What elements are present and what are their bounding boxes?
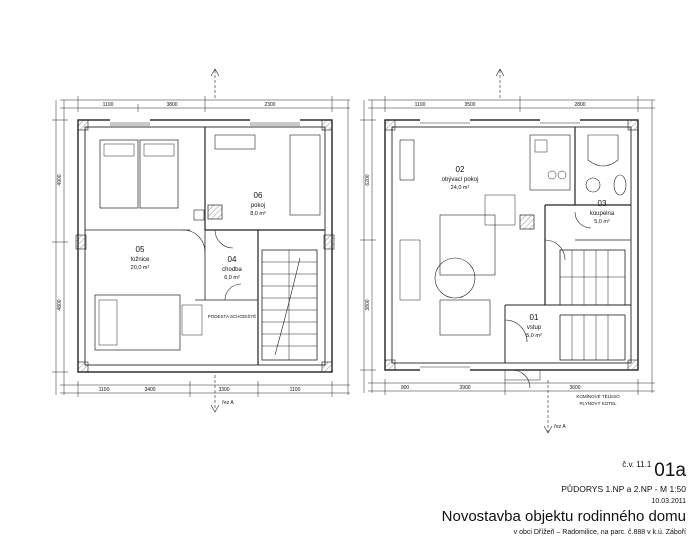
dim-text: 3800 <box>166 102 177 108</box>
sheet-prefix: č.v. 11.1 <box>622 460 652 469</box>
room-04-name: chodba <box>222 267 242 273</box>
dim-text: 1100 <box>103 102 114 108</box>
dim-text: 3500 <box>464 102 475 108</box>
dim-text: 1100 <box>99 387 110 393</box>
room-03-number: 03 <box>598 199 607 208</box>
note-chimney: KOMÍNOVÉ TĚLESO <box>576 392 620 399</box>
room-04-area: 6,0 m² <box>224 275 240 281</box>
drawing-date: 10.03.2011 <box>651 498 686 505</box>
dim-text: 4800 <box>57 299 63 310</box>
dim-text: 3400 <box>144 387 155 393</box>
dim-text: 1100 <box>290 387 301 393</box>
dim-text: 3900 <box>459 385 470 391</box>
dim-text: 3300 <box>218 387 229 393</box>
note-boiler: PLYNOVÝ KOTEL <box>580 400 617 406</box>
room-04-number: 04 <box>228 255 237 264</box>
section-mark-label: řez A <box>554 424 566 430</box>
outer-wall <box>384 119 639 371</box>
dim-text: 4900 <box>57 174 63 185</box>
room-01-name: vstup <box>527 325 542 331</box>
room-02-number: 02 <box>456 165 465 174</box>
ground-floor-plan <box>360 68 655 434</box>
room-01-number: 01 <box>530 313 539 322</box>
dim-text: 3800 <box>365 299 371 310</box>
room-05-name: ložnice <box>131 257 150 263</box>
room-06-number: 06 <box>254 191 263 200</box>
sheet-number: 01a <box>654 460 686 481</box>
dim-text: 2300 <box>264 102 275 108</box>
drawing-subtitle: PŮDORYS 1.NP a 2.NP - M 1:50 <box>561 484 686 494</box>
dim-text: 1100 <box>415 102 426 108</box>
dim-text: 6200 <box>365 174 371 185</box>
room-05-number: 05 <box>136 245 145 254</box>
dim-text: 900 <box>401 385 410 391</box>
project-location: v obci Dřížeň – Radomilice, na parc. č.8… <box>513 529 686 536</box>
room-02-area: 24,0 m² <box>451 185 470 191</box>
floor-plan-drawing: 05 ložnice 20,0 m² 06 pokoj 8,0 m² 04 ch… <box>52 68 655 434</box>
inner-wall-face <box>391 126 632 364</box>
section-mark-label: řez A <box>222 400 234 406</box>
dim-text: 2800 <box>574 102 585 108</box>
note-stair-landing: PODESTA SCHODIŠTĚ <box>208 312 256 319</box>
room-02-name: obývací pokoj <box>442 177 479 183</box>
room-05-area: 20,0 m² <box>131 265 150 271</box>
project-title: Novostavba objektu rodinného domu <box>441 508 686 525</box>
room-06-name: pokoj <box>251 203 265 209</box>
room-06-area: 8,0 m² <box>250 211 266 217</box>
room-03-name: koupelna <box>590 211 615 217</box>
room-03-area: 5,0 m² <box>594 219 610 225</box>
room-01-area: 5,0 m² <box>526 333 542 339</box>
dim-text: 3600 <box>569 385 580 391</box>
upper-floor-plan <box>52 68 350 413</box>
